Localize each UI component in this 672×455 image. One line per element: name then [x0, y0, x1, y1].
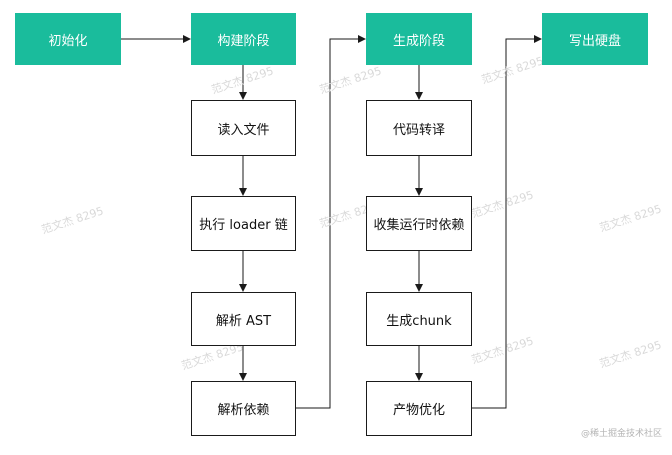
arrow-optimize-to-write	[472, 35, 542, 409]
step-parse-ast: 解析 AST	[191, 292, 296, 346]
stage-write: 写出硬盘	[542, 13, 648, 65]
arrow-deps-to-generate	[296, 35, 366, 409]
stage-generate: 生成阶段	[366, 13, 472, 65]
step-runtime-deps: 收集运行时依赖	[366, 196, 472, 251]
step-read-file: 读入文件	[191, 100, 296, 156]
stage-init: 初始化	[15, 13, 121, 65]
step-generate-chunk: 生成chunk	[366, 292, 472, 346]
step-parse-deps: 解析依赖	[191, 381, 296, 436]
credit-text: @稀土掘金技术社区	[580, 429, 662, 439]
stage-build: 构建阶段	[191, 13, 296, 65]
step-loader-chain: 执行 loader 链	[191, 196, 296, 251]
step-optimize: 产物优化	[366, 381, 472, 436]
step-transpile: 代码转译	[366, 100, 472, 156]
